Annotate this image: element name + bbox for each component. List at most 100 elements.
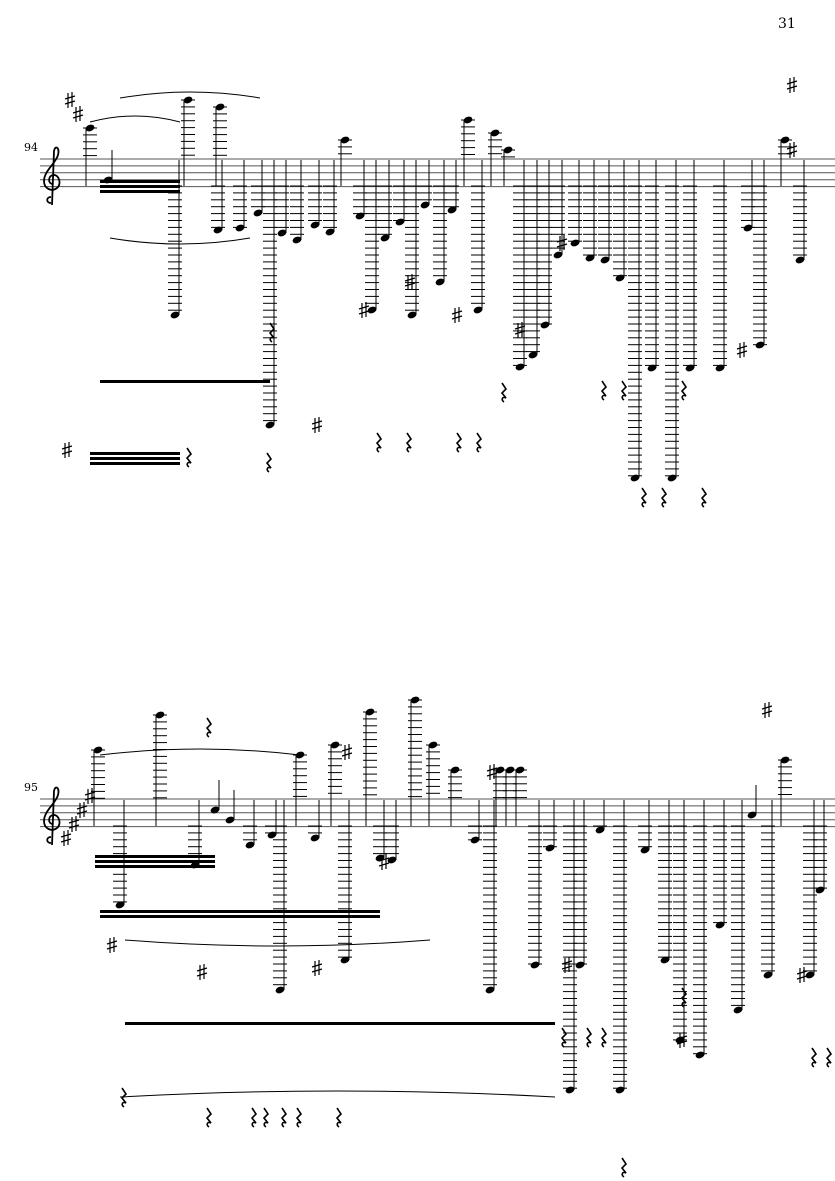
rest	[660, 487, 668, 508]
rest	[268, 322, 276, 343]
notehead	[85, 124, 95, 132]
notehead	[155, 711, 165, 719]
rest	[205, 717, 213, 738]
tie	[119, 91, 261, 99]
notehead	[615, 274, 625, 282]
rest	[375, 432, 383, 453]
sharp-sign	[514, 322, 526, 338]
notehead	[795, 256, 805, 264]
notehead	[733, 1006, 743, 1014]
sharp-sign	[358, 302, 370, 318]
notehead	[715, 921, 725, 929]
rest	[455, 432, 463, 453]
tie	[89, 115, 181, 123]
notehead	[647, 364, 657, 372]
notehead	[695, 1051, 705, 1059]
beam	[100, 185, 180, 188]
notehead	[183, 96, 193, 104]
notehead	[310, 834, 320, 842]
notehead	[815, 886, 825, 894]
notehead	[595, 826, 605, 834]
rest	[680, 987, 688, 1008]
notehead	[367, 306, 377, 314]
sharp-sign	[786, 142, 798, 158]
notehead	[780, 756, 790, 764]
beam	[100, 180, 180, 183]
notehead	[277, 229, 287, 237]
sharp-sign	[556, 235, 568, 251]
tie	[99, 748, 301, 756]
beam	[100, 915, 380, 918]
notehead	[495, 766, 505, 774]
rest	[405, 432, 413, 453]
sharp-sign	[61, 442, 73, 458]
notehead	[515, 363, 525, 371]
sharp-sign	[404, 274, 416, 290]
sharp-sign	[451, 307, 463, 323]
sharp-sign	[378, 854, 390, 870]
notehead	[470, 836, 480, 844]
tie	[124, 939, 431, 947]
notehead	[747, 811, 757, 819]
notehead	[540, 321, 550, 329]
notehead	[330, 741, 340, 749]
notehead	[515, 766, 525, 774]
notehead	[365, 708, 375, 716]
notehead	[473, 306, 483, 314]
notehead	[325, 228, 335, 236]
rest	[600, 380, 608, 401]
sharp-sign	[486, 764, 498, 780]
sharp-sign	[311, 417, 323, 433]
rest	[810, 1047, 818, 1068]
notehead	[640, 846, 650, 854]
sharp-sign	[60, 830, 72, 846]
rest	[585, 1027, 593, 1048]
sharp-sign	[761, 702, 773, 718]
notehead	[213, 226, 223, 234]
notehead	[600, 256, 610, 264]
beam	[90, 457, 180, 460]
sharp-sign	[341, 744, 353, 760]
notehead	[570, 239, 580, 247]
notehead	[292, 236, 302, 244]
notehead	[355, 212, 365, 220]
notehead	[715, 364, 725, 372]
sharp-sign	[196, 964, 208, 980]
sharp-sign	[106, 937, 118, 953]
notehead	[463, 116, 473, 124]
notehead	[630, 474, 640, 482]
notehead	[530, 961, 540, 969]
notehead	[170, 311, 180, 319]
notehead	[575, 961, 585, 969]
tie	[109, 237, 251, 245]
notehead	[435, 278, 445, 286]
notehead	[565, 1086, 575, 1094]
tie	[119, 1090, 556, 1098]
notehead	[553, 251, 563, 259]
beam	[90, 452, 180, 455]
beam	[95, 860, 215, 863]
notehead	[755, 341, 765, 349]
sharp-sign	[561, 957, 573, 973]
rest	[250, 1107, 258, 1128]
notehead	[503, 146, 513, 154]
notehead	[615, 1086, 625, 1094]
notehead	[585, 254, 595, 262]
rest	[680, 380, 688, 401]
notehead	[685, 364, 695, 372]
notehead	[115, 901, 125, 909]
notehead	[667, 474, 677, 482]
beam	[90, 462, 180, 465]
beam	[100, 190, 180, 193]
notehead	[253, 209, 263, 217]
notehead	[245, 841, 255, 849]
sharp-sign	[68, 816, 80, 832]
sharp-sign	[84, 788, 96, 804]
notehead	[805, 971, 815, 979]
rest	[700, 487, 708, 508]
notehead	[93, 746, 103, 754]
sharp-sign	[72, 106, 84, 122]
notehead	[235, 224, 245, 232]
rest	[120, 1087, 128, 1108]
